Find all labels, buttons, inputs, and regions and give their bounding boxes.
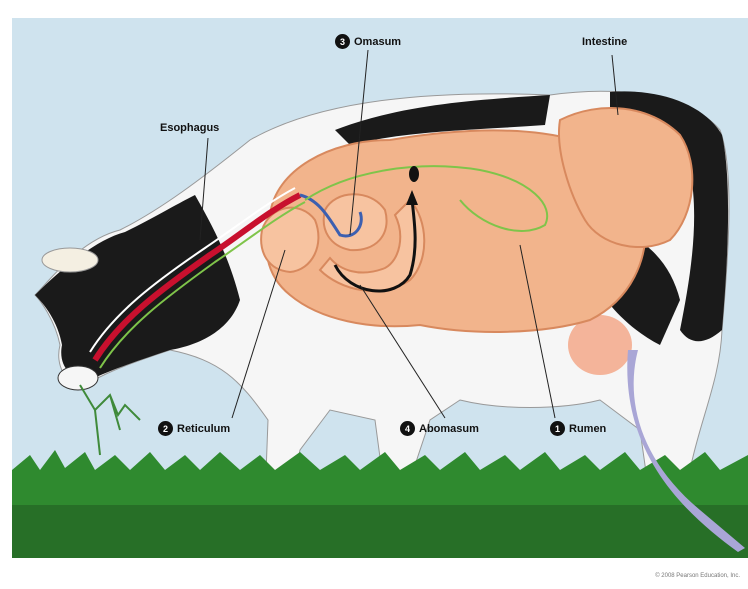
label-esophagus: Esophagus [160,122,219,134]
grass-ground-dark [12,505,748,558]
label-intestine-text: Intestine [582,36,627,48]
label-esophagus-text: Esophagus [160,122,219,134]
black-path-bolus [409,166,419,182]
number-badge-1: 1 [550,421,565,436]
cow-ear [42,248,98,272]
label-omasum: 3 Omasum [335,34,401,49]
reticulum-organ [261,208,318,272]
label-abomasum-text: Abomasum [419,423,479,435]
copyright-credit: © 2008 Pearson Education, Inc. [655,573,740,579]
label-intestine: Intestine [582,36,627,48]
label-reticulum: 2 Reticulum [158,421,230,436]
label-reticulum-text: Reticulum [177,423,230,435]
cow-muzzle [58,366,98,390]
number-badge-4: 4 [400,421,415,436]
label-abomasum: 4 Abomasum [400,421,479,436]
label-rumen-text: Rumen [569,423,606,435]
label-rumen: 1 Rumen [550,421,606,436]
number-badge-3: 3 [335,34,350,49]
label-omasum-text: Omasum [354,36,401,48]
number-badge-2: 2 [158,421,173,436]
